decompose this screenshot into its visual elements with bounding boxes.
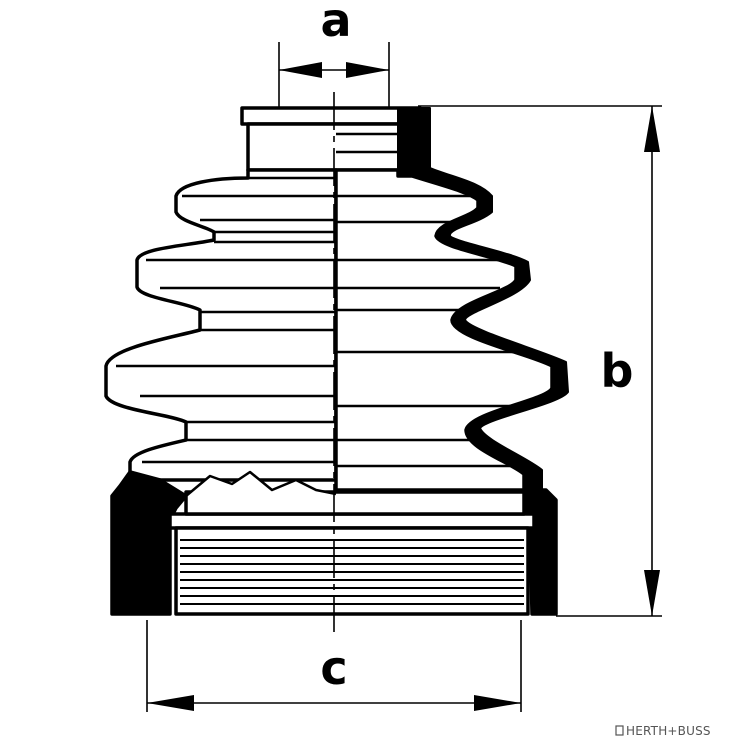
bottom-collar-left-band [110, 470, 188, 616]
dimension-c [146, 620, 522, 712]
brand-logo-icon [615, 725, 624, 736]
top-collar [246, 122, 418, 172]
dimension-a-arrow-right [346, 62, 389, 78]
dimension-c-arrow-left [147, 695, 194, 711]
dimension-b-arrow-top [644, 106, 660, 152]
top-collar-rim [240, 106, 422, 126]
dimension-b-label: b [601, 344, 634, 398]
brand-text: HERTH+BUSS [626, 724, 711, 738]
bottom-collar-top [184, 490, 526, 516]
dimension-a-label: a [320, 0, 351, 47]
bellows-right-inner [334, 168, 554, 492]
brand-watermark: HERTH+BUSS [615, 724, 711, 738]
dimension-a [278, 42, 390, 108]
dimension-c-arrow-right [474, 695, 521, 711]
fold-lines-left [116, 176, 336, 464]
dimension-b-arrow-bottom [644, 570, 660, 616]
bellows-left-outline [104, 168, 338, 482]
collar-grooves [180, 539, 524, 605]
bottom-collar-ring [168, 512, 536, 530]
fold-lines-right [336, 132, 530, 468]
bottom-collar-wave [185, 470, 337, 497]
dimension-a-arrow-left [279, 62, 322, 78]
dimension-c-label: c [320, 641, 347, 695]
dimension-b [418, 105, 662, 617]
boot-body [104, 106, 569, 492]
